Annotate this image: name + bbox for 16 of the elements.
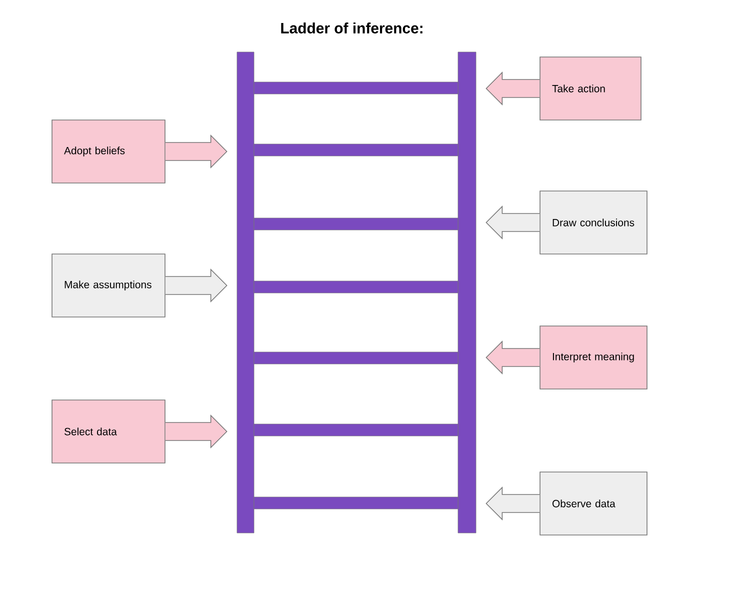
text-box: Draw conclusions	[540, 190, 648, 254]
block-arrow	[165, 134, 228, 168]
text-box: Adopt beliefs	[52, 120, 166, 184]
text-box: Select data	[52, 400, 166, 464]
ladder-drawing	[236, 52, 476, 534]
text-box: Observe data	[540, 472, 648, 536]
block-arrow	[165, 268, 228, 302]
text-box: Interpret meaning	[540, 326, 648, 390]
block-arrow	[165, 414, 228, 448]
block-arrow	[486, 486, 540, 520]
title: Ladder of inference:	[281, 22, 422, 34]
block-arrow	[486, 206, 540, 240]
text-box: Make assumptions	[52, 254, 166, 318]
block-arrow	[486, 72, 540, 106]
text-box: Take action	[540, 56, 642, 120]
block-arrow	[486, 340, 540, 374]
